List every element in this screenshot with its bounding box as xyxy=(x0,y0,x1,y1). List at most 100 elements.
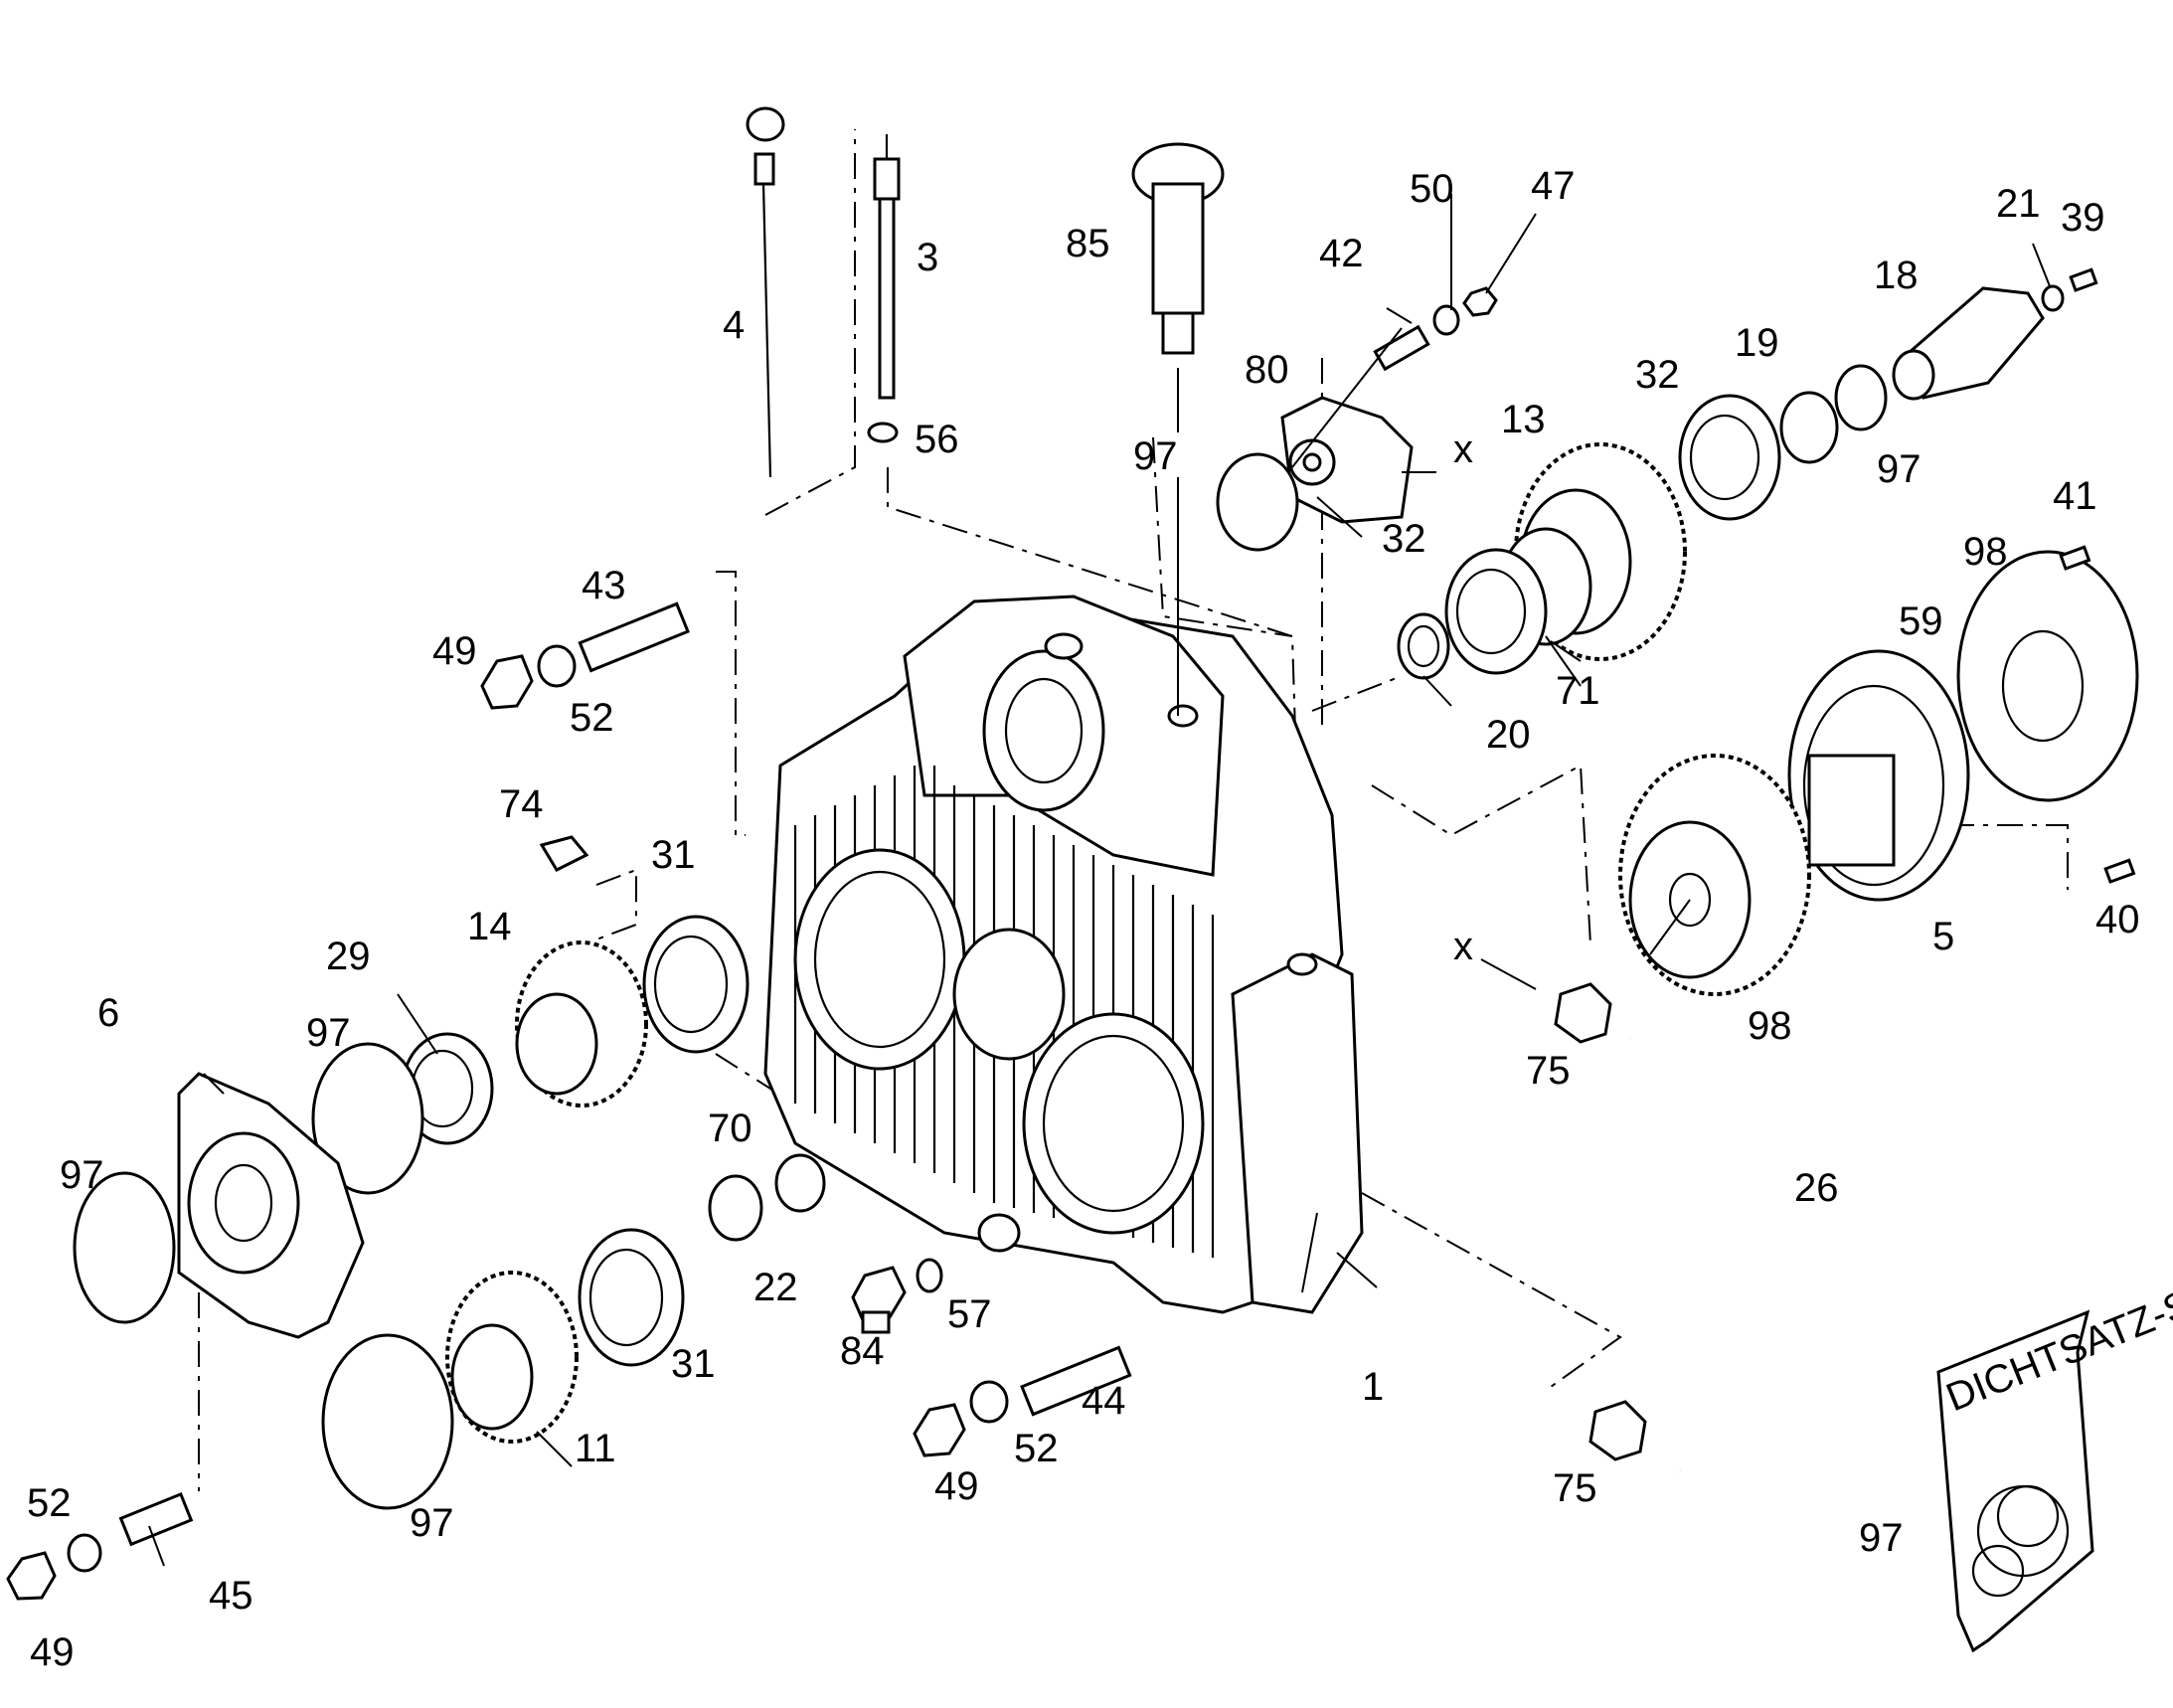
stud-45 xyxy=(118,1492,194,1547)
bearing-32-b xyxy=(1678,394,1781,521)
callout-97-b: 97 xyxy=(1877,447,1922,491)
nut-47 xyxy=(1462,286,1498,317)
breather-85 xyxy=(1131,142,1225,355)
bearing-32-a xyxy=(1444,548,1548,675)
hose-26 xyxy=(1626,1032,1797,1512)
callout-97-f: 97 xyxy=(1859,1516,1904,1560)
callout-22: 22 xyxy=(753,1266,798,1309)
screw-41 xyxy=(2059,545,2091,571)
gear-14 xyxy=(515,940,648,1108)
bearing-31-b xyxy=(578,1228,685,1367)
callout-97-c: 97 xyxy=(306,1011,351,1055)
callout-29: 29 xyxy=(326,935,371,978)
callout-59: 59 xyxy=(1899,599,1943,643)
callout-14: 14 xyxy=(467,905,512,948)
cover-80 xyxy=(1280,396,1414,524)
callout-97-e: 97 xyxy=(410,1501,454,1545)
callout-6: 6 xyxy=(97,991,119,1035)
callout-75-a: 75 xyxy=(1526,1049,1571,1093)
callout-x-b: x xyxy=(1453,925,1473,968)
callout-32-a: 32 xyxy=(1635,353,1680,397)
callout-74: 74 xyxy=(499,782,544,826)
washer-21 xyxy=(2041,284,2065,312)
screw-39 xyxy=(2069,267,2098,292)
callout-80: 80 xyxy=(1245,348,1289,392)
callout-98-b: 98 xyxy=(1748,1004,1792,1048)
nut-49-a xyxy=(480,654,534,710)
callout-3: 3 xyxy=(917,236,938,279)
gearbox-housing xyxy=(763,595,1364,1314)
callout-1: 1 xyxy=(1362,1365,1384,1409)
callout-42: 42 xyxy=(1319,232,1364,275)
callout-52-b: 52 xyxy=(1014,1427,1059,1470)
callout-49-b: 49 xyxy=(934,1464,979,1508)
callout-5: 5 xyxy=(1932,915,1954,958)
bearing-31-a xyxy=(642,915,750,1054)
gear-11 xyxy=(445,1271,579,1444)
callout-26: 26 xyxy=(1794,1166,1839,1210)
callout-57: 57 xyxy=(947,1292,992,1336)
cover-6 xyxy=(177,1072,365,1339)
callout-44: 44 xyxy=(1082,1379,1126,1423)
callout-39: 39 xyxy=(2061,196,2105,240)
callout-41: 41 xyxy=(2053,474,2097,518)
callout-98-a: 98 xyxy=(1963,530,2008,574)
gear-98 xyxy=(1618,754,1811,996)
callout-40: 40 xyxy=(2095,898,2140,941)
callout-18: 18 xyxy=(1874,254,1919,297)
seal-kit-97: DICHTSATZ-SEAL KIT xyxy=(1936,1227,2173,1653)
screw-40 xyxy=(2103,858,2136,884)
ring-22 xyxy=(708,1174,763,1242)
seal-57 xyxy=(916,1258,943,1293)
fitting-75-a xyxy=(1554,982,1612,1044)
callout-97-d: 97 xyxy=(60,1153,104,1197)
callout-32-b: 32 xyxy=(1382,517,1426,561)
ring-70 xyxy=(774,1153,826,1213)
callout-20: 20 xyxy=(1486,713,1531,757)
callout-45: 45 xyxy=(209,1574,253,1618)
callout-49-c: 49 xyxy=(30,1630,75,1674)
callout-50: 50 xyxy=(1410,167,1454,211)
callout-97-a: 97 xyxy=(1133,434,1178,478)
seal-20 xyxy=(1397,612,1450,680)
washer-52-b xyxy=(969,1380,1009,1424)
callout-labels: 1 3 4 5 6 11 13 14 18 19 20 21 22 26 29 … xyxy=(27,164,2140,1674)
o-ring-97-e xyxy=(1834,364,1888,431)
callout-71: 71 xyxy=(1556,669,1600,713)
callout-52-a: 52 xyxy=(570,696,614,740)
dipstick-4 xyxy=(746,106,785,478)
callout-70: 70 xyxy=(708,1107,752,1150)
output-flange-5 xyxy=(1787,649,1970,902)
fitting-75-b xyxy=(1588,1400,1647,1461)
callout-13: 13 xyxy=(1501,398,1546,441)
washer-52-c xyxy=(67,1533,102,1573)
stud-44 xyxy=(1020,1345,1132,1417)
callout-84: 84 xyxy=(840,1329,885,1373)
callout-21: 21 xyxy=(1996,182,2041,226)
pin-42 xyxy=(1373,324,1430,372)
leader-lines xyxy=(148,194,2051,1567)
plate-98 xyxy=(1956,550,2139,802)
callout-85: 85 xyxy=(1066,222,1110,265)
nut-49-c xyxy=(6,1551,57,1601)
callout-43: 43 xyxy=(582,564,626,607)
nut-49-b xyxy=(913,1403,966,1457)
o-ring-97-a xyxy=(1216,452,1299,552)
callout-19: 19 xyxy=(1735,321,1779,365)
callout-75-b: 75 xyxy=(1553,1466,1597,1510)
callout-47: 47 xyxy=(1531,164,1576,208)
stud-43 xyxy=(578,601,690,673)
callout-56: 56 xyxy=(915,418,959,461)
o-ring-97-b xyxy=(311,1042,424,1195)
hose-26-outline xyxy=(1629,1037,1791,1505)
o-ring-97-d xyxy=(321,1333,454,1510)
callout-4: 4 xyxy=(723,303,745,347)
callout-31-a: 31 xyxy=(651,833,696,877)
ring-19 xyxy=(1779,391,1839,464)
o-ring-97-c xyxy=(73,1171,176,1324)
washer-52-a xyxy=(537,644,577,688)
key-74 xyxy=(539,835,589,872)
callout-11: 11 xyxy=(575,1427,616,1470)
plug-84 xyxy=(851,1266,907,1334)
